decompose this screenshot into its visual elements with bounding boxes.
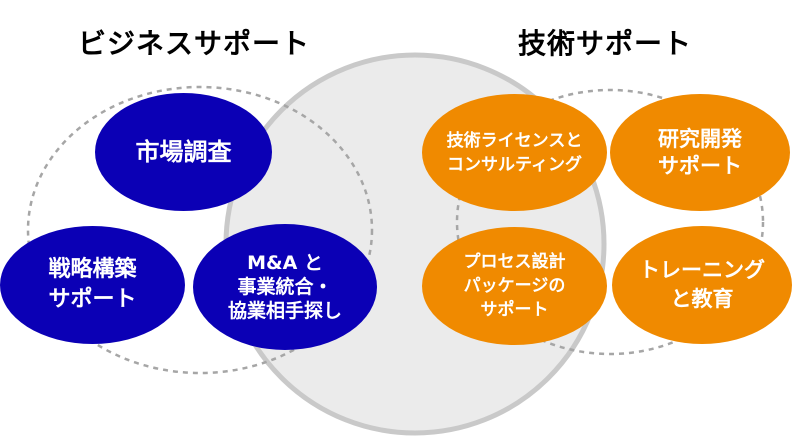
strategy-support-node[interactable]: 戦略構築 サポート [0, 226, 185, 344]
tech-license-node[interactable]: 技術ライセンスと コンサルティング [422, 94, 607, 211]
process-design-label: プロセス設計 パッケージの サポート [463, 252, 566, 320]
market-research-label: 市場調査 [135, 138, 232, 166]
training-node[interactable]: トレーニング と教育 [612, 226, 792, 344]
ma-integration-node[interactable]: M&A と 事業統合・ 協業相手探し [193, 224, 377, 350]
technical-support-heading: 技術サポート [517, 27, 692, 60]
rd-support-label: 研究開発 サポート [658, 126, 742, 178]
tech-license-label: 技術ライセンスと コンサルティング [446, 130, 583, 175]
strategy-support-label: 戦略構築 サポート [48, 257, 137, 312]
training-label: トレーニング と教育 [639, 258, 765, 311]
rd-support-node[interactable]: 研究開発 サポート [610, 94, 790, 211]
ma-integration-label: M&A と 事業統合・ 協業相手探し [227, 252, 342, 322]
market-research-node[interactable]: 市場調査 [95, 93, 272, 211]
technical-group-outline [455, 88, 765, 356]
process-design-node[interactable]: プロセス設計 パッケージの サポート [422, 227, 607, 345]
business-group-outline [26, 85, 374, 375]
business-support-heading: ビジネスサポート [77, 27, 310, 60]
